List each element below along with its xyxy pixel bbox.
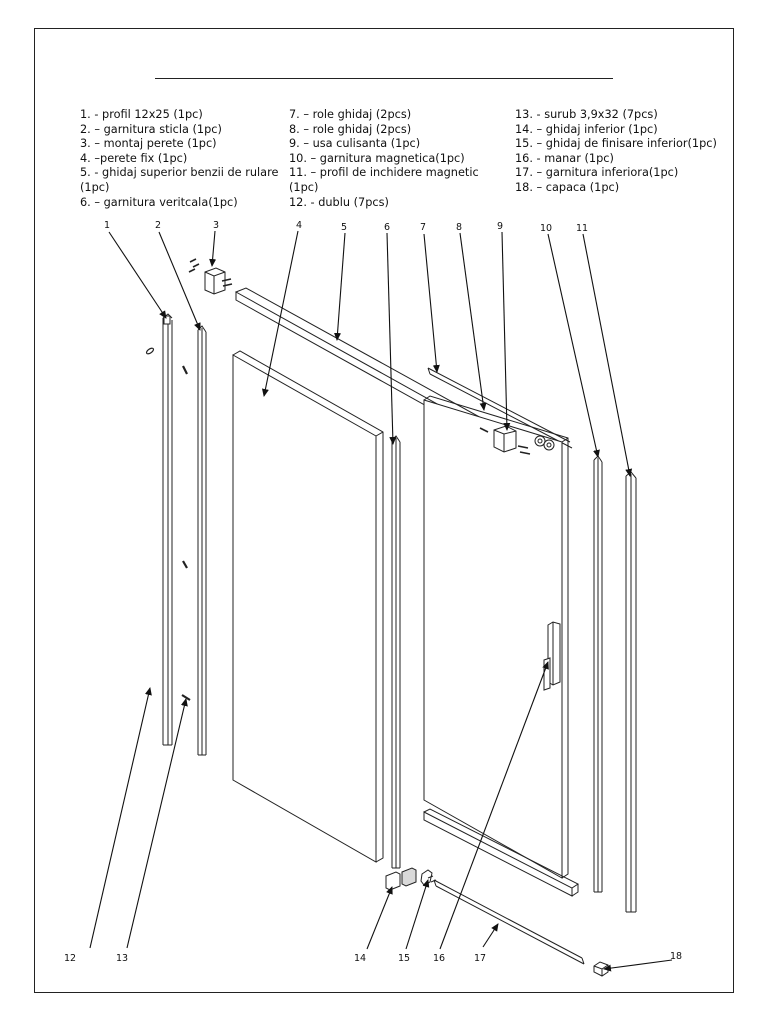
callout-10: 10	[540, 223, 552, 234]
part-7-label: 7. – role ghidaj (2pcs)	[289, 108, 412, 121]
callout-15: 15	[398, 953, 410, 964]
callout-8: 8	[456, 222, 462, 233]
part-8-roller-block	[479, 425, 555, 455]
parts-list-column-3: 13. - surub 3,9x32 (7pcs) 14. – ghidaj i…	[515, 108, 730, 196]
callout-16: 16	[433, 953, 445, 964]
callout-4: 4	[296, 220, 302, 231]
part-14-label: 14. – ghidaj inferior (1pc)	[515, 122, 658, 136]
part-1-profile	[162, 313, 173, 746]
parts-list-column-1: 1. - profil 12x25 (1pc) 2. – garnitura s…	[80, 108, 280, 210]
part-10-magnetic-gasket	[593, 455, 603, 893]
part-17-lower-gasket	[433, 879, 585, 965]
callouts-bottom: 12 13 14 15 16 17 18	[64, 951, 682, 964]
part-9-label: 9. – usa culisanta (1pc)	[289, 137, 421, 151]
callout-7: 7	[420, 222, 426, 233]
callout-17: 17	[474, 953, 486, 964]
part-13-label: 13. - surub 3,9x32 (7pcs)	[515, 108, 658, 121]
part-15-lower-finishing-guide	[420, 869, 437, 886]
parts-list-column-2: 7. – role ghidaj (2pcs) 8. – role ghidaj…	[289, 108, 499, 210]
part-12-label: 12. - dublu (7pcs)	[289, 195, 389, 209]
part-2-glass-gasket	[197, 325, 207, 756]
callout-3: 3	[213, 220, 219, 231]
title-rule	[155, 78, 613, 79]
part-1-label: 1. - profil 12x25 (1pc)	[80, 108, 203, 121]
leader-arrows	[89, 230, 673, 972]
part-2-label: 2. – garnitura sticla (1pc)	[80, 122, 222, 136]
callouts-top: 1 2 3 4 5 6 7 8 9 10 11	[104, 220, 588, 234]
callout-9: 9	[497, 221, 503, 232]
part-6-vertical-gasket	[391, 435, 401, 869]
part-15-label: 15. – ghidaj de finisare inferior(1pc)	[515, 137, 717, 151]
part-16-label: 16. - manar (1pc)	[515, 151, 614, 165]
part-17-label: 17. – garnitura inferiora(1pc)	[515, 166, 679, 180]
part-4-fixed-panel	[232, 350, 384, 863]
part-6-label: 6. – garnitura veritcala(1pc)	[80, 195, 238, 209]
callout-18: 18	[670, 951, 682, 962]
part-14-lower-guide	[385, 867, 417, 891]
callout-1: 1	[104, 220, 110, 231]
callout-14: 14	[354, 953, 366, 964]
callout-11: 11	[576, 223, 588, 234]
part-10-label: 10. – garnitura magnetica(1pc)	[289, 151, 465, 165]
screws-and-dowels	[145, 347, 191, 701]
callout-6: 6	[384, 222, 390, 233]
callout-2: 2	[155, 220, 161, 231]
part-3-wall-mount	[188, 258, 233, 295]
callout-13: 13	[116, 953, 128, 964]
callout-5: 5	[341, 222, 347, 233]
part-4-label: 4. –perete fix (1pc)	[80, 151, 188, 165]
part-5-label: 5. - ghidaj superior benzii de rulare (1…	[80, 166, 279, 194]
part-7-guide-rollers	[427, 367, 573, 449]
part-11-label: 11. – profil de inchidere magnetic (1pc)	[289, 166, 479, 194]
bottom-track	[423, 808, 579, 897]
part-11-magnetic-profile	[625, 471, 637, 913]
part-8-label: 8. – role ghidaj (2pcs)	[289, 122, 412, 136]
part-3-label: 3. – montaj perete (1pc)	[80, 137, 217, 151]
drawing-frame	[34, 28, 734, 993]
part-9-sliding-door	[423, 395, 569, 879]
callout-12: 12	[64, 953, 76, 964]
part-18-label: 18. – capaca (1pc)	[515, 180, 620, 194]
